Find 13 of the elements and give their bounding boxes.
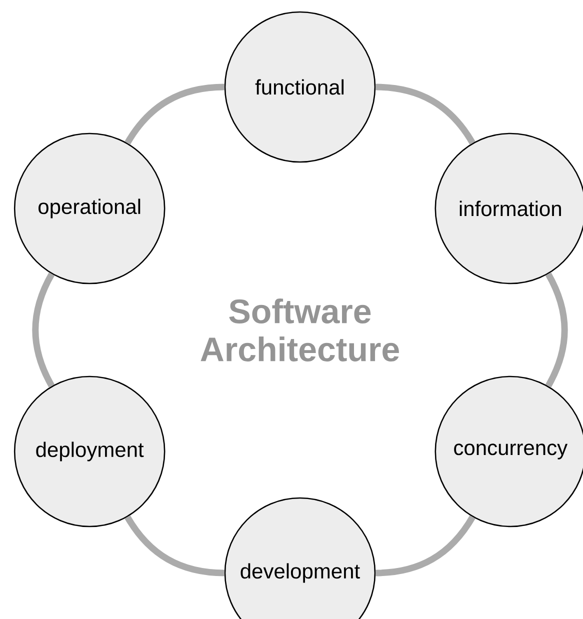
circle-node: development bbox=[224, 497, 376, 619]
circle-node: functional bbox=[224, 11, 376, 163]
ring-arc bbox=[32, 272, 55, 388]
heading: Software Architecture bbox=[200, 298, 399, 362]
circle-node: concurrency bbox=[434, 376, 583, 528]
ring-arc bbox=[124, 515, 224, 576]
circle-node: information bbox=[434, 132, 583, 284]
ring-arc bbox=[545, 272, 568, 388]
circle-node: operational bbox=[14, 132, 166, 284]
ring-arc bbox=[376, 515, 476, 576]
ring-arc bbox=[124, 84, 224, 145]
ring-arc bbox=[376, 84, 476, 145]
circle-node: deployment bbox=[14, 376, 166, 528]
